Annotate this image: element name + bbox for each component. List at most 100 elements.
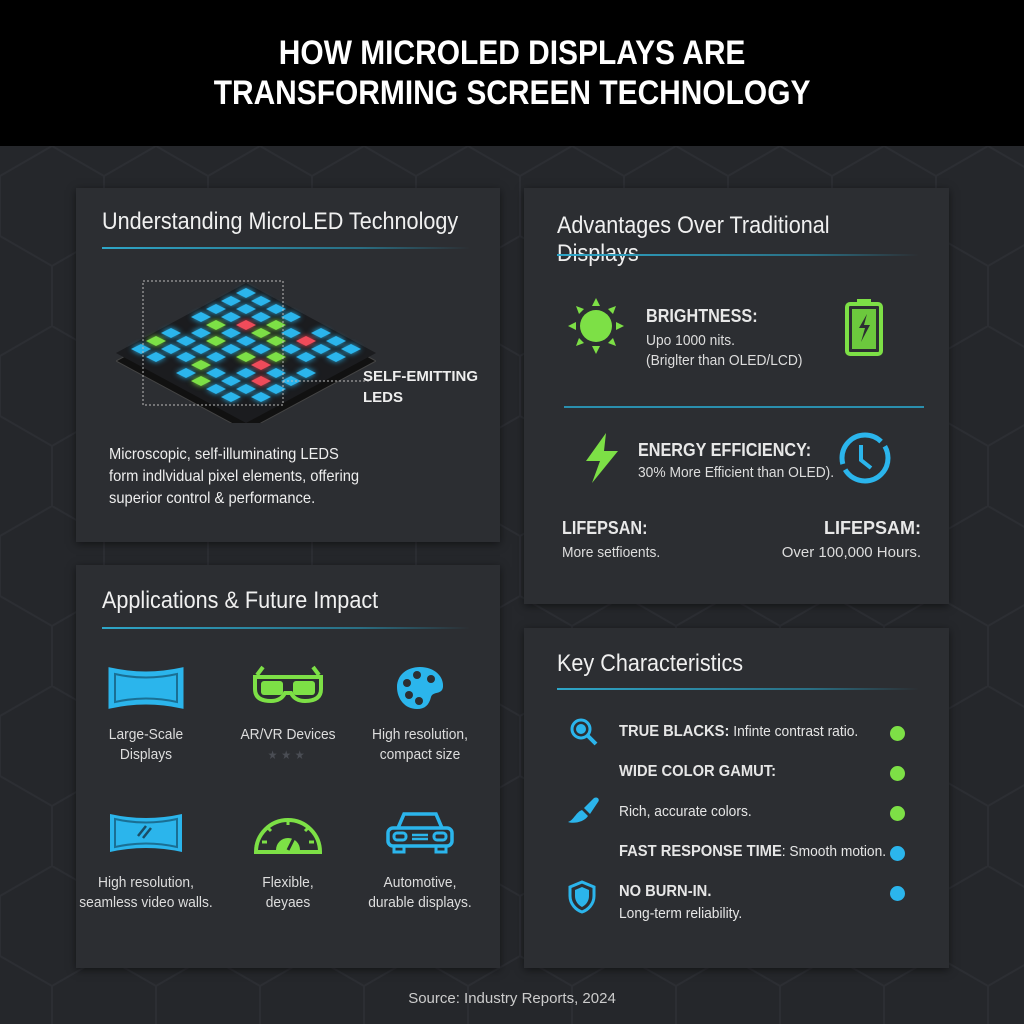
led-pixel [206, 368, 226, 378]
status-dot [890, 726, 905, 741]
energy-text: 30% More Efficient than OLED). [638, 464, 835, 481]
application-label-line: durable displays. [368, 894, 472, 911]
source-note: Source: Industry Reports, 2024 [408, 990, 616, 1007]
energy-label: ENERGY EFFICIENCY: [638, 440, 812, 460]
led-pixel [221, 344, 241, 354]
callout-line2: LEDS [363, 389, 404, 406]
brightness-line: (Briglter than OLED/LCD) [646, 352, 803, 369]
led-pixel [281, 328, 301, 338]
characteristic-text: Long-term reliability. [619, 905, 743, 922]
application-label-line: Large-Scale [108, 726, 184, 743]
description-line: superior control & performance. [109, 490, 316, 507]
gauge-icon [248, 810, 328, 856]
led-pixel [191, 360, 211, 370]
status-dot [890, 806, 905, 821]
shield-icon [568, 880, 596, 914]
lifespan-right-label: LIFEPSAM: [824, 518, 921, 538]
ar-vr-glasses-icon [248, 665, 328, 711]
led-pixel [296, 336, 316, 346]
led-pixel [206, 336, 226, 346]
sun-icon [568, 298, 624, 354]
application-label-line: High resolution, [98, 874, 194, 891]
led-pixel [251, 312, 271, 322]
description-line: form indlvidual pixel elements, offering [109, 468, 360, 485]
status-dot [890, 766, 905, 781]
led-pixel [266, 352, 286, 362]
application-label: AR/VR Devices ★★★ [205, 725, 371, 765]
page-title-line1: HOW MICROLED DISPLAYS ARE [278, 34, 746, 72]
application-label-line: Flexible, [262, 874, 314, 891]
led-pixel [161, 344, 181, 354]
characteristic-row: NO BURN-IN.Long-term reliability. [619, 883, 742, 922]
lifespan-left-text: More setfioents. [562, 544, 661, 561]
callout-line1: SELF-EMITTING [363, 368, 478, 385]
magnifier-icon [570, 718, 598, 746]
palette-icon [380, 665, 460, 711]
led-pixel [251, 296, 271, 306]
led-pixel [191, 344, 211, 354]
application-label-line: compact size [379, 746, 461, 763]
application-label: Automotive, durable displays. [337, 873, 503, 913]
led-pixel [176, 336, 196, 346]
application-label-line: High resolution, [372, 726, 468, 743]
led-pixel [251, 328, 271, 338]
led-pixel [236, 304, 256, 314]
lifespan-left-label: LIFEPSAN: [562, 518, 648, 538]
led-pixel [251, 392, 271, 402]
led-pixel [146, 336, 166, 346]
panel-title: Understanding MicroLED Technology [102, 208, 459, 235]
led-pixel [236, 320, 256, 330]
led-pixel [251, 376, 271, 386]
rating-stars: ★★★ [267, 748, 309, 762]
brush-icon [568, 797, 599, 823]
curved-display-icon [106, 665, 186, 711]
characteristic-text: Infinte contrast ratio. [729, 723, 859, 740]
led-pixel [206, 320, 226, 330]
application-label: High resolution,seamless video walls. [63, 873, 229, 913]
led-pixel [296, 368, 316, 378]
led-pixel [236, 368, 256, 378]
led-pixel [176, 368, 196, 378]
applications-panel: Applications & Future Impact Large-Scale… [76, 565, 500, 968]
led-pixel [236, 336, 256, 346]
brightness-line: Upo 1000 nits. [646, 332, 735, 349]
application-label-line: deyaes [265, 894, 311, 911]
car-icon [380, 810, 460, 856]
led-pixel [251, 360, 271, 370]
led-pixel [191, 376, 211, 386]
battery-icon [845, 299, 883, 356]
characteristics-panel: Key Characteristics TRUE BLACKS: Infinte… [524, 628, 949, 968]
led-pixel [221, 312, 241, 322]
divider [564, 406, 924, 408]
led-pixel [311, 344, 331, 354]
understanding-panel: Understanding MicroLED Technology SELF-E… [76, 188, 500, 542]
led-pixel [191, 328, 211, 338]
application-label-line: AR/VR Devices [240, 726, 336, 743]
lifespan-right-text: Over 100,000 Hours. [781, 544, 921, 561]
characteristic-row: TRUE BLACKS: Infinte contrast ratio. [619, 723, 858, 741]
advantages-panel: Advantages Over Traditional Displays BRI… [524, 188, 949, 604]
led-pixel [266, 368, 286, 378]
header: HOW MICROLED DISPLAYS ARE TRANSFORMING S… [0, 0, 1024, 146]
led-pixel [266, 304, 286, 314]
application-label: High resolution, compact size [337, 725, 503, 765]
led-pixel [341, 344, 361, 354]
status-dot [890, 846, 905, 861]
characteristic-text: : Smooth motion. [781, 843, 887, 860]
panel-title: Key Characteristics [557, 650, 744, 677]
panel-title: Advantages Over Traditional Displays [557, 212, 830, 267]
led-pixel [266, 336, 286, 346]
characteristic-text: Rich, accurate colors. [619, 803, 752, 820]
application-label-line: Displays [119, 746, 173, 763]
application-label: Flexible, deyaes [205, 873, 371, 913]
led-pixel [176, 352, 196, 362]
characteristic-row: FAST RESPONSE TIME: Smooth motion. [619, 843, 886, 861]
characteristic-row: Rich, accurate colors. [619, 803, 752, 820]
led-pixel [221, 296, 241, 306]
led-pixel [281, 344, 301, 354]
application-label-line: Automotive, [383, 874, 457, 891]
status-dot [890, 886, 905, 901]
led-pixel [266, 384, 286, 394]
led-pixel [236, 352, 256, 362]
